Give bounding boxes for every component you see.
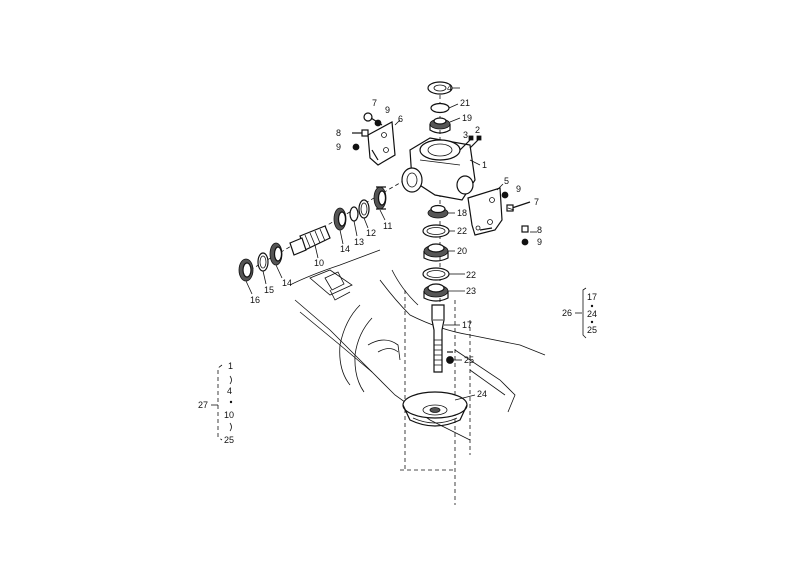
label-6: 6 [398,114,403,124]
bolts-top-right [459,135,482,151]
vertical-stack [422,204,450,302]
label-14a: 14 [282,278,292,288]
leader-lines [245,87,537,401]
group-26-item-2: 24 [587,309,597,319]
label-20: 20 [457,246,467,256]
label-22a: 22 [457,226,467,236]
label-16: 16 [250,295,260,305]
label-9d: 9 [537,237,542,247]
label-19: 19 [462,113,472,123]
group-27-item-3: 10 [224,410,234,420]
bracket-left [367,121,396,166]
label-5: 5 [504,176,509,186]
group-27: 27 1 4 10 25 [198,361,234,445]
label-15: 15 [264,285,274,295]
label-3: 3 [463,130,468,140]
gearbox-housing [401,137,476,201]
mower-deck-outline [289,249,546,505]
label-9b: 9 [336,142,341,152]
group-27-id: 27 [198,400,208,410]
label-8b: 8 [537,225,542,235]
label-2: 2 [475,125,480,135]
label-25: 25 [464,355,474,365]
group-26-item-3: 25 [587,325,597,335]
label-24: 24 [477,389,487,399]
label-13: 13 [354,237,364,247]
label-17: 17 [462,320,472,330]
part-labels: 4 21 19 3 2 1 7 9 6 8 9 5 9 7 8 9 18 22 … [250,83,542,399]
label-23: 23 [466,286,476,296]
nut-25 [446,351,454,364]
label-18: 18 [457,208,467,218]
label-11: 11 [383,221,392,231]
label-7a: 7 [372,98,377,108]
group-26-id: 26 [562,308,572,318]
group-27-item-1: 1 [228,361,233,371]
label-12: 12 [366,228,376,238]
group-27-item-2: 4 [227,386,232,396]
label-21: 21 [460,98,470,108]
top-stack [427,81,453,134]
group-26-item-1: 17 [587,292,597,302]
label-1: 1 [482,160,487,170]
label-8a: 8 [336,128,341,138]
label-22b: 22 [466,270,476,280]
label-10: 10 [314,258,324,268]
label-14b: 14 [340,244,350,254]
horizontal-stack [238,186,387,282]
blade-hub [402,391,468,427]
group-26: 26 17 24 25 [562,287,597,339]
label-9a: 9 [385,105,390,115]
fasteners-left [352,112,383,151]
label-4: 4 [447,83,452,93]
label-9c: 9 [516,184,521,194]
group-27-item-4: 25 [224,435,234,445]
bracket-right [467,187,503,236]
fasteners-right [501,191,531,246]
vertical-shaft [431,304,445,373]
label-7b: 7 [534,197,539,207]
